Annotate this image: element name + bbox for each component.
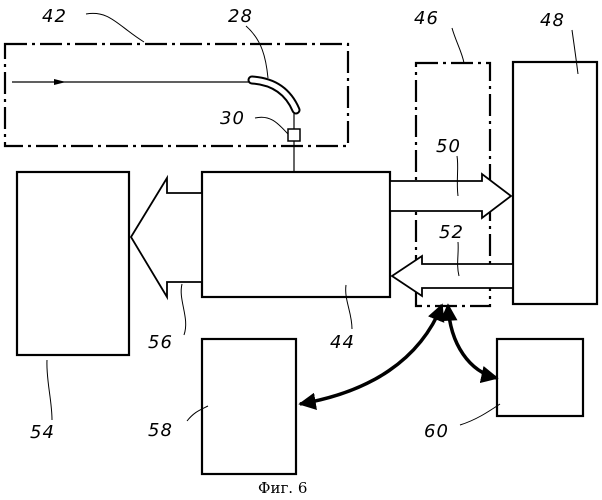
leader-48 (572, 30, 578, 74)
label-60: 60 (424, 421, 449, 442)
label-50: 50 (436, 136, 461, 157)
label-44: 44 (330, 332, 355, 353)
bold-arrow-to-60 (448, 305, 497, 378)
block-48 (513, 62, 597, 304)
hollow-arrow-50 (390, 174, 511, 218)
label-58: 58 (148, 420, 173, 441)
sensor-30 (288, 129, 300, 141)
block-58 (202, 339, 296, 474)
leader-42 (86, 13, 144, 42)
leader-44 (346, 285, 352, 329)
flow-line-arrowhead (54, 79, 66, 85)
leader-28 (246, 26, 268, 78)
block-54 (17, 172, 129, 355)
leader-54 (47, 360, 52, 420)
label-52: 52 (439, 222, 464, 243)
hollow-arrow-52 (392, 256, 513, 296)
block-60 (497, 339, 583, 416)
leader-50 (457, 156, 458, 196)
leader-56 (181, 284, 186, 335)
leader-60 (460, 404, 500, 425)
label-42: 42 (42, 6, 67, 27)
label-46: 46 (414, 8, 439, 29)
label-56: 56 (148, 332, 173, 353)
figure-caption: Фиг. 6 (258, 479, 307, 497)
label-30: 30 (220, 108, 245, 129)
block-44 (202, 172, 390, 297)
hollow-arrow-to-54 (131, 178, 202, 297)
label-54: 54 (30, 422, 55, 443)
leader-46 (452, 28, 464, 63)
bold-arrow-to-58 (300, 305, 442, 404)
leader-30 (255, 117, 288, 134)
label-28: 28 (228, 6, 253, 27)
leader-58 (187, 406, 208, 421)
label-48: 48 (540, 10, 565, 31)
